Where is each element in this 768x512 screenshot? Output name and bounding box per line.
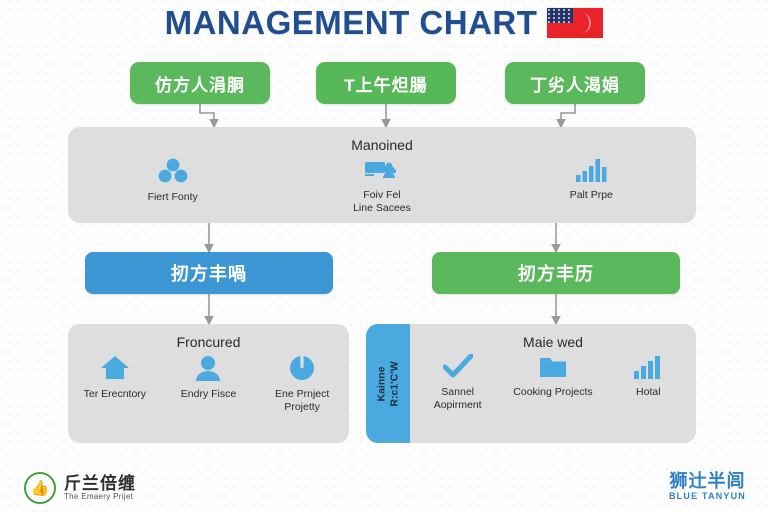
footer-right-logo: 狮辻半闾 BLUE TANYUN — [669, 472, 746, 501]
top-pill-2-label: T上午炟腸 — [344, 75, 428, 95]
flag-canton — [547, 8, 574, 23]
person-icon — [196, 356, 221, 381]
footer-right-en: BLUE TANYUN — [668, 490, 746, 501]
bottom-right-panel: Kainne R:c1'C'W Maie wed Sannel Aopirmen… — [366, 324, 696, 443]
top-panel-items: Fiert Fonty Foiv Fel Line Sacees — [68, 157, 696, 215]
top-pill-1-label: 仿方人涓胴 — [155, 75, 245, 95]
connector-pill1-panel — [199, 104, 219, 129]
power-icon — [290, 355, 315, 380]
top-pill-3[interactable]: 丁劣人渴娟 — [505, 62, 645, 104]
footer-left-cn: 斤兰倍缠 — [64, 473, 136, 493]
bottom-right-item-1[interactable]: Sannel Aopirment — [411, 354, 505, 412]
top-pill-3-label: 丁劣人渴娟 — [530, 75, 620, 95]
top-pill-2[interactable]: T上午炟腸 — [316, 62, 456, 104]
top-panel-title: Manoined — [351, 137, 413, 153]
bottom-left-item-2-label: Endry Fisce — [180, 388, 237, 400]
bottom-right-item-3[interactable]: Hotal — [601, 354, 695, 399]
top-pill-1[interactable]: 仿方人涓胴 — [130, 62, 270, 104]
bottom-right-item-2-label: Cooking Projects — [513, 386, 593, 398]
mid-bar-right-label: 扨方丰历 — [518, 264, 594, 284]
bottom-left-panel-title: Froncured — [176, 334, 241, 350]
top-panel: Manoined Fiert Fonty Foiv Fel Li — [68, 127, 696, 223]
bottom-right-item-2[interactable]: Cooking Projects — [506, 354, 600, 399]
top-panel-item-3[interactable]: Palt Prpe — [532, 157, 650, 202]
mid-bar-left-label: 扨方丰喎 — [171, 264, 247, 284]
footer-left-logo: 👍 斤兰倍缠 The Emaery Prijet — [24, 472, 136, 504]
bottom-left-item-3-label: Ene Prnject Projetty — [275, 388, 330, 414]
flag-icon — [547, 8, 604, 38]
top-panel-item-2[interactable]: Foiv Fel Line Sacees — [323, 157, 441, 215]
page-title-text: MANAGEMENT CHART — [164, 4, 538, 41]
home-icon — [100, 356, 129, 379]
page-title: MANAGEMENT CHART — [0, 2, 768, 44]
top-panel-item-1[interactable]: Fiert Fonty — [114, 157, 232, 204]
folder-icon — [539, 358, 566, 377]
bottom-left-item-1[interactable]: Ter Erecntory — [69, 354, 161, 401]
bottom-right-side-tab-label: Kainne R:c1'C'W — [375, 360, 400, 407]
bottom-left-item-1-label: Ter Erecntory — [83, 388, 147, 400]
mid-bar-right[interactable]: 扨方丰历 — [432, 252, 680, 294]
bottom-right-item-3-label: Hotal — [636, 386, 661, 398]
bottom-right-item-1-label: Sannel Aopirment — [433, 386, 482, 412]
bottom-left-panel: Froncured Ter Erecntory Endry Fisce — [68, 324, 349, 443]
bar-chart-icon — [576, 159, 607, 182]
bottom-right-side-tab[interactable]: Kainne R:c1'C'W — [366, 324, 410, 443]
bottom-left-item-3[interactable]: Ene Prnject Projetty — [256, 354, 348, 414]
bottom-left-panel-items: Ter Erecntory Endry Fisce Ene Prnject Pr… — [68, 354, 349, 414]
connector-pill3-panel — [556, 104, 576, 129]
top-panel-item-1-label: Fiert Fonty — [147, 191, 198, 203]
footer-left-words: 斤兰倍缠 The Emaery Prijet — [64, 473, 136, 502]
bar-chart-icon — [634, 356, 661, 379]
top-panel-item-2-label: Foiv Fel Line Sacees — [353, 189, 411, 215]
bottom-right-panel-title: Maie wed — [523, 334, 583, 350]
mid-bar-left[interactable]: 扨方丰喎 — [85, 252, 333, 294]
footer-right-cn: 狮辻半闾 — [669, 471, 746, 491]
bottom-right-panel-items: Sannel Aopirment Cooking Projects Hotal — [410, 354, 696, 412]
check-icon — [442, 354, 473, 378]
flag-swirl — [573, 13, 592, 33]
truck-icon — [364, 162, 396, 178]
footer-left-en: The Emaery Prijet — [64, 492, 134, 502]
bottom-left-item-2[interactable]: Endry Fisce — [162, 354, 254, 401]
group-icon — [158, 158, 188, 183]
top-panel-item-3-label: Palt Prpe — [569, 189, 613, 201]
thumbs-up-icon: 👍 — [24, 472, 56, 504]
